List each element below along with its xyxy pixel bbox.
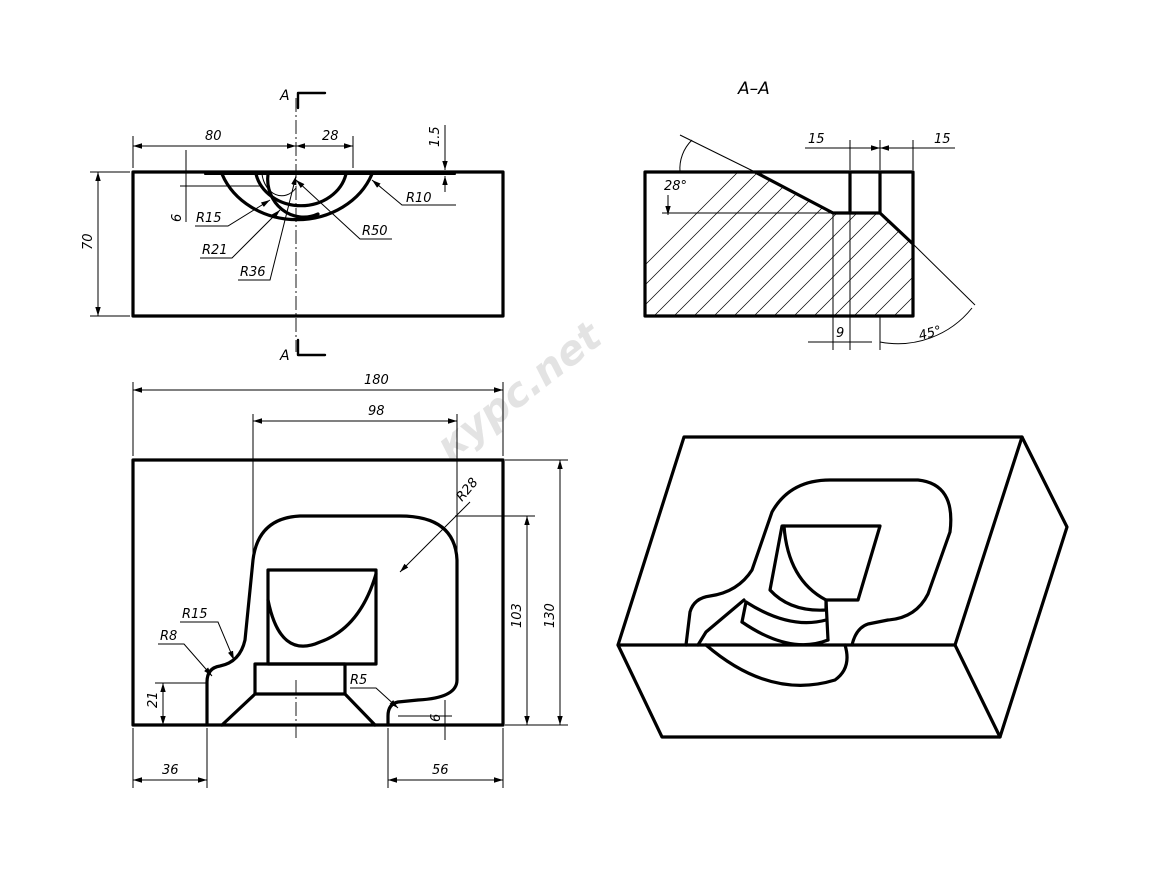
top-view: 180 98 R28 103 130 R15 R8 R5 21 6 — [131, 373, 568, 788]
section-view: A–A 28° — [643, 79, 976, 350]
leader-r15 — [195, 199, 271, 227]
section-title: A–A — [737, 79, 770, 99]
leader-r5 — [350, 687, 399, 709]
leader-r15-top — [180, 621, 235, 661]
cut-label-top: A — [279, 88, 290, 104]
dim-36-label: 36 — [162, 763, 179, 778]
iso-neck-lower — [740, 620, 830, 647]
leader-r21 — [200, 209, 281, 259]
arc-r21 — [266, 172, 320, 219]
cut-label-bottom: A — [279, 348, 290, 364]
iso-neck-left — [740, 600, 748, 624]
dim-21-label: 21 — [146, 691, 161, 708]
angle-28-arc — [679, 139, 693, 173]
dim-103-label: 103 — [510, 603, 525, 628]
chamfer-arc — [879, 307, 973, 345]
iso-neck-upper — [744, 600, 828, 625]
arc-r36 — [254, 172, 348, 208]
pocket-square — [266, 568, 378, 666]
label-r21: R21 — [202, 243, 228, 258]
arc-r50 — [220, 172, 374, 222]
angle-28-label: 28° — [664, 179, 687, 194]
leader-r36 — [238, 175, 297, 281]
watermark: курс.net — [428, 312, 612, 470]
iso-window — [768, 524, 882, 612]
dim-28-label: 28 — [322, 129, 339, 144]
cut-mark-bottom — [296, 338, 327, 357]
leader-r28 — [399, 501, 471, 573]
label-r36: R36 — [240, 265, 266, 280]
iso-pocket-floor-edge — [696, 598, 746, 647]
dim-9-label: 9 — [836, 326, 844, 341]
iso-window-curve — [782, 524, 828, 602]
leader-r8 — [158, 643, 213, 677]
pocket-flare — [220, 692, 257, 727]
dim-80-label: 80 — [205, 129, 222, 144]
label-r50: R50 — [362, 224, 388, 239]
dim-15-right-label: 15 — [934, 132, 951, 147]
front-view: A A 80 28 1.5 70 6 R10 R50 R15 R21 R36 — [81, 88, 505, 364]
dim-6b-label: 6 — [429, 714, 444, 722]
dim-56-label: 56 — [432, 763, 449, 778]
label-r10: R10 — [406, 191, 432, 206]
dim-130-label: 130 — [543, 603, 558, 628]
pocket-neck — [253, 662, 347, 696]
section-hatching — [645, 172, 913, 316]
top-block-outline — [131, 458, 505, 727]
dim-6-label: 6 — [170, 214, 185, 222]
iso-pocket-rim — [684, 478, 953, 647]
angle-28-ext — [679, 134, 756, 173]
pocket-outline — [205, 514, 459, 727]
chamfer-label: 45° — [917, 323, 943, 343]
front-block-outline — [131, 170, 505, 318]
iso-outer-edges — [616, 435, 1069, 739]
isometric-view — [616, 435, 1069, 739]
dim-15-left-label: 15 — [808, 132, 825, 147]
chamfer-ext — [912, 243, 976, 306]
cut-mark-top — [296, 91, 327, 110]
label-r15-top: R15 — [182, 607, 208, 622]
dim-1-5-label: 1.5 — [428, 126, 443, 147]
label-r5: R5 — [350, 673, 367, 688]
dim-180-label: 180 — [364, 373, 389, 388]
iso-right-bottom-edge — [953, 643, 1002, 739]
pocket-curve — [266, 572, 378, 648]
iso-funnel — [704, 643, 849, 687]
iso-right-top-edge — [953, 435, 1024, 647]
pocket-flare-right — [343, 692, 377, 727]
label-r8: R8 — [160, 629, 177, 644]
label-r28: R28 — [454, 475, 482, 504]
leader-r50 — [295, 179, 392, 240]
dim-98-label: 98 — [368, 404, 385, 419]
leader-r10 — [371, 179, 456, 206]
dim-70-label: 70 — [81, 233, 96, 250]
label-r15: R15 — [196, 211, 222, 226]
